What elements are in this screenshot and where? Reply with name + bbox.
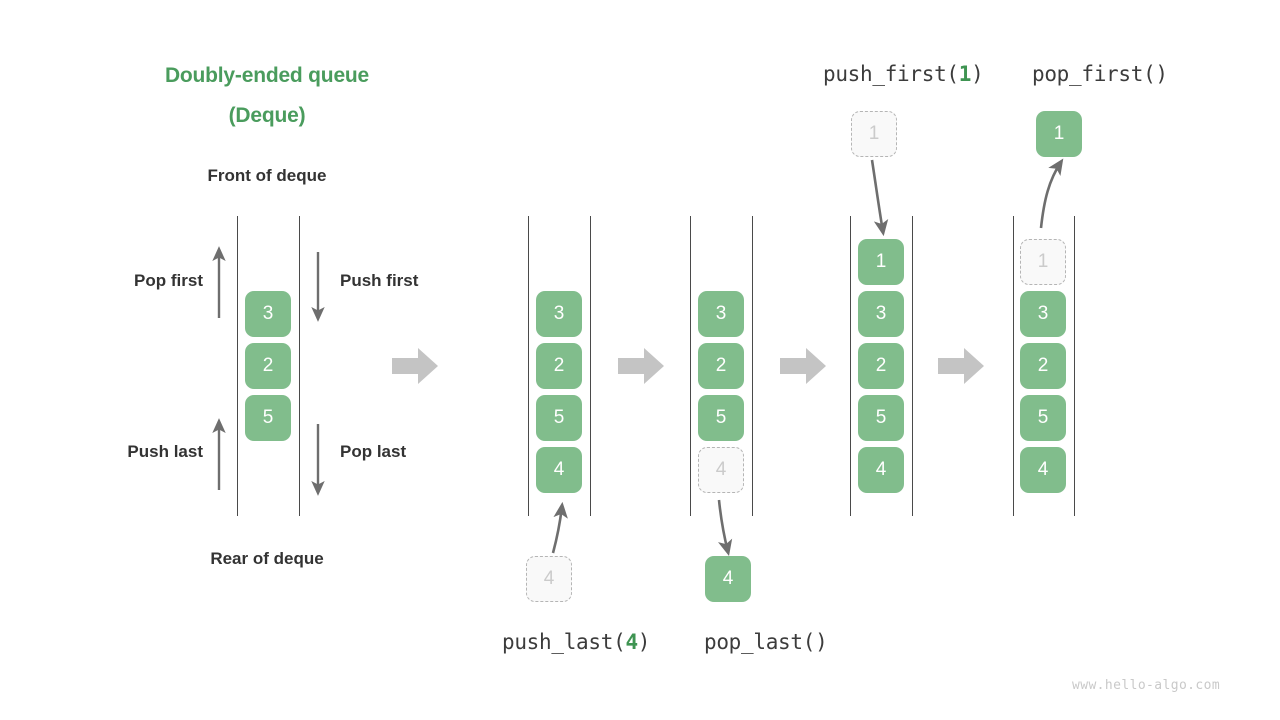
push-first-operation-label: push_first(1): [823, 62, 984, 86]
deque-cell: 3: [245, 291, 291, 337]
push-last-input-cell: 4: [526, 556, 572, 602]
push-first-close: ): [971, 62, 984, 86]
deque-cell: 5: [536, 395, 582, 441]
push-first-fn-name: push_first(: [823, 62, 959, 86]
deque-cell: 5: [1020, 395, 1066, 441]
deque-cell: 3: [858, 291, 904, 337]
push-last-operation-label: push_last(4): [502, 630, 650, 654]
deque-rail-left-1: [237, 216, 238, 516]
deque-rail-left-4: [850, 216, 851, 516]
pop-first-remove-arrow: [1039, 158, 1064, 229]
deque-cell: 2: [858, 343, 904, 389]
flow-arrow-1: [392, 348, 438, 389]
deque-rail-left-3: [690, 216, 691, 516]
push-last-arg: 4: [625, 630, 638, 654]
push-last-close: ): [637, 630, 651, 654]
pop-last-label: Pop last: [340, 442, 407, 461]
rear-of-deque-label: Rear of deque: [210, 549, 324, 568]
deque-rail-right-1: [299, 216, 300, 516]
push-first-label: Push first: [340, 271, 419, 290]
pop-first-label: Pop first: [134, 271, 203, 290]
pop-first-output-cell: 1: [1036, 111, 1082, 157]
pop-last-fn-name: pop_last(): [704, 630, 828, 654]
push-first-insert-arrow: [870, 159, 889, 237]
deque-cell: 4: [536, 447, 582, 493]
watermark: www.hello-algo.com: [1072, 678, 1221, 693]
flow-arrow-3: [780, 348, 826, 389]
push-last-fn-name: push_last(: [502, 630, 626, 654]
deque-cell: 3: [1020, 291, 1066, 337]
deque-cell: 5: [698, 395, 744, 441]
deque-cell: 2: [698, 343, 744, 389]
deque-cell: 2: [536, 343, 582, 389]
deque-cell-ghost: 1: [1020, 239, 1066, 285]
pop-last-output-cell: 4: [705, 556, 751, 602]
pop-last-operation-label: pop_last(): [704, 630, 828, 654]
pop-last-remove-arrow: [717, 499, 733, 557]
deque-cell: 2: [245, 343, 291, 389]
deque-cell: 3: [536, 291, 582, 337]
deque-cell-ghost: 4: [698, 447, 744, 493]
deque-rail-right-4: [912, 216, 913, 516]
deque-cell: 1: [858, 239, 904, 285]
push-first-arg: 1: [958, 62, 972, 86]
deque-rail-right-2: [590, 216, 591, 516]
deque-rail-right-5: [1074, 216, 1075, 516]
deque-cell: 3: [698, 291, 744, 337]
deque-rail-left-5: [1013, 216, 1014, 516]
deque-cell: 2: [1020, 343, 1066, 389]
deque-cell: 5: [245, 395, 291, 441]
pop-first-operation-label: pop_first(): [1032, 62, 1168, 86]
flow-arrow-2: [618, 348, 664, 389]
deque-rail-right-3: [752, 216, 753, 516]
push-last-label: Push last: [127, 442, 203, 461]
page-title-line1: Doubly-ended queue: [164, 64, 370, 87]
deque-rail-left-2: [528, 216, 529, 516]
front-of-deque-label: Front of deque: [207, 166, 327, 185]
push-last-insert-arrow: [551, 501, 568, 554]
flow-arrow-4: [938, 348, 984, 389]
push-first-input-cell: 1: [851, 111, 897, 157]
deque-cell: 4: [1020, 447, 1066, 493]
deque-cell: 4: [858, 447, 904, 493]
page-title-line2: (Deque): [228, 104, 306, 127]
deque-cell: 5: [858, 395, 904, 441]
pop-first-fn-name: pop_first(): [1032, 62, 1168, 86]
